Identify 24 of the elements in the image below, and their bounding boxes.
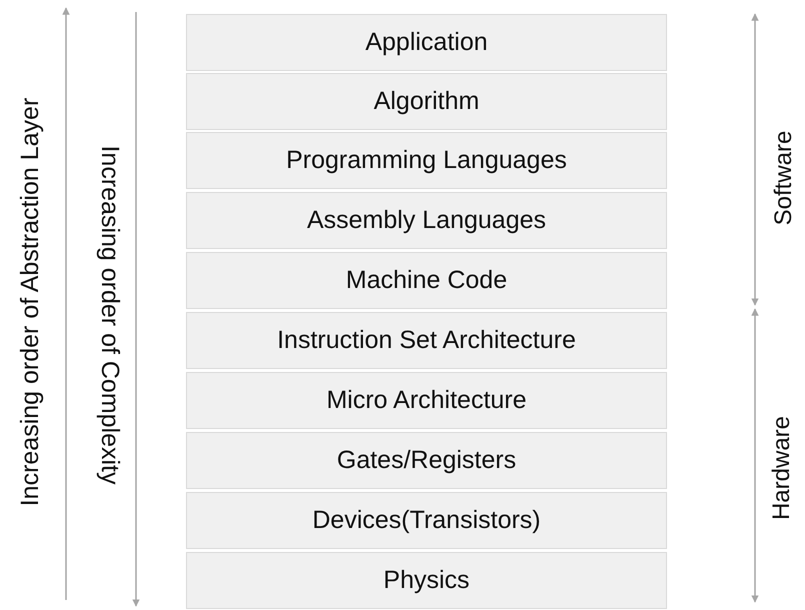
layer-label: Physics bbox=[383, 566, 470, 595]
layer-label: Devices(Transistors) bbox=[312, 506, 541, 535]
axis-label: Increasing order of Abstraction Layer bbox=[16, 98, 44, 506]
layer-box bbox=[186, 492, 667, 549]
layer-box bbox=[186, 372, 667, 429]
layer-box bbox=[186, 312, 667, 369]
layer-label: Micro Architecture bbox=[326, 386, 527, 415]
layer-box bbox=[186, 432, 667, 489]
layer-label: Gates/Registers bbox=[336, 446, 516, 475]
layer-box bbox=[186, 132, 667, 189]
layer-box bbox=[186, 192, 667, 249]
layer-label: Programming Languages bbox=[286, 146, 567, 175]
layer-box bbox=[186, 14, 667, 71]
layer-label: Application bbox=[365, 28, 488, 57]
layer-label: Assembly Languages bbox=[306, 206, 546, 235]
layer-label: Machine Code bbox=[346, 266, 508, 295]
axis-label: Hardware bbox=[768, 416, 796, 520]
layer-box bbox=[186, 252, 667, 309]
layer-box bbox=[186, 552, 667, 609]
axis-label: Software bbox=[770, 130, 798, 226]
axis-label: Increasing order of Complexity bbox=[96, 145, 124, 485]
layer-label: Instruction Set Architecture bbox=[277, 326, 576, 355]
layer-label: Algorithm bbox=[374, 87, 480, 116]
layer-box bbox=[186, 73, 667, 130]
